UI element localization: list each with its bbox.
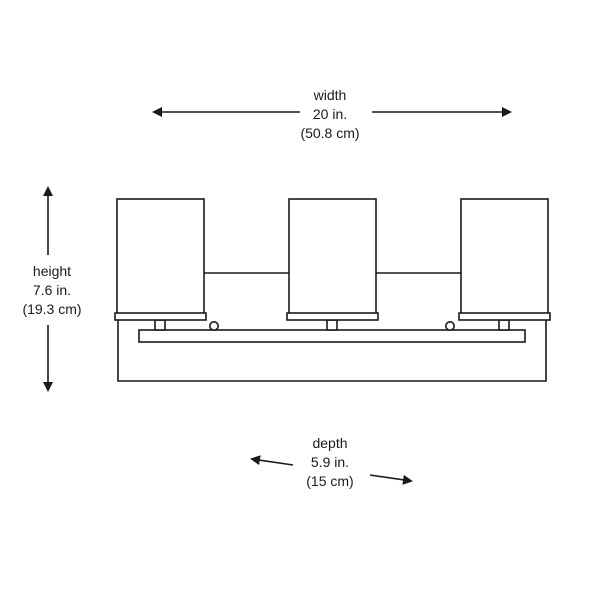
collar-left: [114, 312, 207, 321]
depth-imperial: 5.9 in.: [310, 454, 350, 470]
stem-center: [326, 319, 338, 331]
height-label: height 7.6 in. (19.3 cm): [10, 262, 94, 319]
depth-arrow: [250, 455, 413, 485]
height-imperial: 7.6 in.: [32, 282, 72, 298]
depth-name: depth: [312, 435, 348, 451]
stem-right: [498, 319, 510, 331]
stem-left: [154, 319, 166, 331]
shade-center: [288, 198, 377, 315]
depth-label: depth 5.9 in. (15 cm): [285, 434, 375, 491]
screw-right: [444, 320, 455, 331]
mounting-bar: [138, 329, 526, 343]
screw-left: [209, 320, 220, 331]
back-plate: [117, 320, 547, 382]
height-name: height: [32, 263, 72, 279]
width-metric: (50.8 cm): [300, 125, 360, 141]
shade-right: [460, 198, 549, 315]
width-imperial: 20 in.: [312, 106, 348, 122]
collar-center: [286, 312, 379, 321]
collar-right: [458, 312, 551, 321]
depth-metric: (15 cm): [306, 473, 354, 489]
width-name: width: [313, 87, 347, 103]
height-metric: (19.3 cm): [22, 301, 82, 317]
light-fixture: [114, 198, 551, 382]
width-label: width 20 in. (50.8 cm): [280, 86, 380, 143]
shade-left: [116, 198, 205, 315]
